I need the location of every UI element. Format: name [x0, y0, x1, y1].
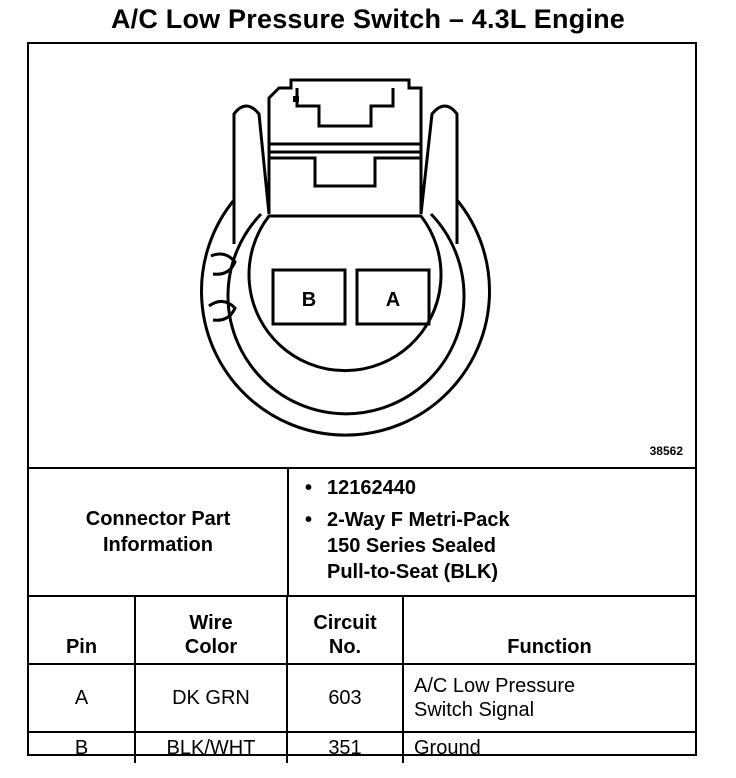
cavity-b	[271, 268, 347, 326]
cavity-a-label: A	[386, 289, 400, 311]
connector-info-values: 12162440 2-Way F Metri-Pack 150 Series S…	[288, 467, 695, 595]
connector-info-label-line: Connector Part	[85, 508, 231, 530]
connector-item-line: 12162440	[327, 477, 416, 499]
header-function: Function	[403, 595, 695, 664]
left-latch-arm	[232, 104, 271, 244]
header-line: Color	[184, 636, 238, 658]
header-line: Circuit	[313, 612, 377, 634]
connector-drawing: B A	[200, 78, 491, 437]
connector-item-line: 2-Way F Metri-Pack	[327, 509, 510, 531]
connector-item-line: Pull-to-Seat (BLK)	[327, 561, 499, 583]
connector-description: 2-Way F Metri-Pack 150 Series Sealed Pul…	[305, 507, 695, 585]
header-line: No.	[328, 636, 362, 658]
cavity-a	[355, 268, 431, 326]
figure-number: 38562	[649, 444, 683, 458]
housing-key	[269, 156, 421, 188]
table-row: B BLK/WHT 351 Ground	[29, 731, 695, 763]
table-row: A DK GRN 603 A/C Low Pressure Switch Sig…	[29, 663, 695, 732]
outer-ring	[200, 199, 491, 437]
cell-pin: A	[29, 663, 136, 732]
connector-info-table: Connector Part Information 12162440 2-Wa…	[29, 467, 695, 595]
top-notch	[293, 96, 299, 102]
top-housing	[267, 78, 423, 214]
left-lock-tab-upper	[210, 252, 237, 276]
outer-ring-inner	[226, 212, 466, 416]
cell-function: A/C Low Pressure Switch Signal	[403, 663, 695, 732]
connector-info-label-line: Information	[103, 534, 213, 556]
inner-face	[247, 214, 443, 373]
header-pin: Pin	[29, 595, 136, 664]
connector-part-number: 12162440	[305, 475, 695, 501]
function-line: A/C Low Pressure	[414, 675, 576, 697]
cell-function: Ground	[403, 731, 695, 763]
diagram-title: A/C Low Pressure Switch – 4.3L Engine	[110, 4, 626, 34]
cell-wire-color: DK GRN	[135, 663, 288, 732]
cell-circuit: 351	[287, 731, 404, 763]
header-wire-color: Wire Color	[135, 595, 288, 664]
cell-pin: B	[29, 731, 136, 763]
right-latch-arm	[419, 104, 459, 244]
left-lock-tab-lower	[208, 300, 237, 322]
header-line: Wire	[189, 612, 233, 634]
function-line: Switch Signal	[414, 699, 535, 721]
connector-info-label: Connector Part Information	[29, 467, 289, 595]
cell-circuit: 603	[287, 663, 404, 732]
function-line: Ground	[414, 737, 481, 759]
header-circuit: Circuit No.	[287, 595, 404, 664]
cell-wire-color: BLK/WHT	[135, 731, 288, 763]
connector-item-line: 150 Series Sealed	[327, 535, 497, 557]
cavity-b-label: B	[302, 289, 316, 311]
top-slot	[295, 88, 395, 128]
header-line: Function	[507, 636, 592, 658]
pin-table: Pin Wire Color Circuit No. Function A DK…	[29, 595, 695, 763]
diagram-frame: B A 38562 Connector Part Information 121…	[27, 42, 697, 763]
connector-figure: B A 38562	[29, 44, 695, 466]
header-line: Pin	[65, 636, 98, 658]
